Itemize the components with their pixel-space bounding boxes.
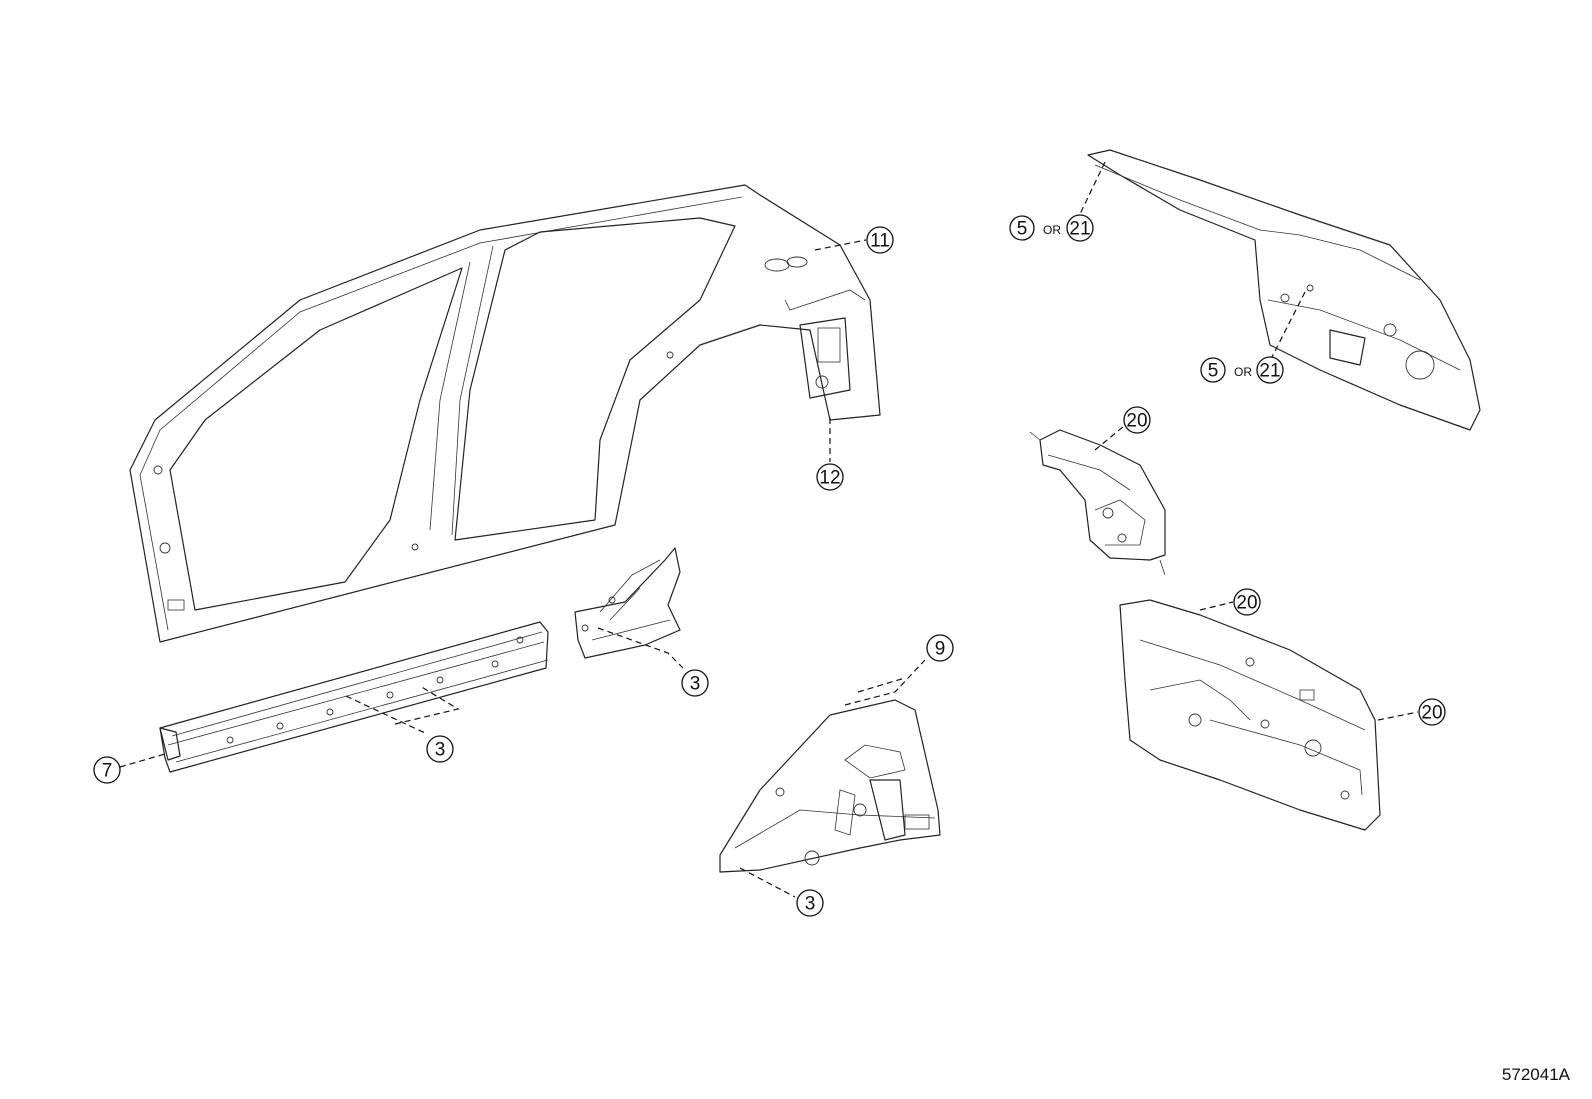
callout-5-upper-label: 5: [1017, 219, 1028, 240]
callout-9-label: 9: [935, 639, 946, 660]
callout-21-lower-label: 21: [1259, 361, 1280, 382]
callout-5-or-21-upper: 5 OR 21: [1009, 214, 1094, 242]
callout-20-b: 20: [1233, 588, 1261, 616]
callout-20-b-label: 20: [1236, 593, 1257, 614]
side-body-outer-panel: [129, 184, 881, 643]
callout-12: 12: [816, 463, 844, 491]
quarter-wheel-house-panel: [719, 699, 941, 873]
callout-3-a: 3: [681, 669, 709, 697]
callout-7: 7: [93, 756, 121, 784]
or-label-upper: OR: [1043, 223, 1061, 237]
quarter-inner-panel: [1029, 429, 1166, 576]
callout-9: 9: [926, 634, 954, 662]
back-panel-upper: [1087, 149, 1481, 431]
center-pillar-reinforcement: [574, 547, 681, 659]
callout-11: 11: [866, 226, 894, 254]
callout-3-b-label: 3: [435, 740, 446, 761]
callout-20-a-label: 20: [1126, 411, 1147, 432]
callout-5-or-21-lower: 5 OR 21: [1200, 356, 1284, 384]
callout-12-label: 12: [819, 468, 840, 489]
callout-11-label: 11: [870, 231, 890, 252]
callout-7-label: 7: [102, 761, 113, 782]
callout-3-b: 3: [426, 735, 454, 763]
lower-back-panel: [1119, 599, 1381, 831]
callout-3-a-label: 3: [690, 674, 701, 695]
or-label-lower: OR: [1234, 365, 1252, 379]
leader-lines: [119, 161, 1419, 898]
callout-21-upper-label: 21: [1069, 219, 1090, 240]
callout-20-a: 20: [1123, 406, 1151, 434]
callout-20-c: 20: [1418, 698, 1446, 726]
callout-3-c: 3: [796, 889, 824, 917]
callout-20-c-label: 20: [1421, 703, 1442, 724]
callout-3-c-label: 3: [805, 894, 816, 915]
rocker-panel: [159, 621, 549, 773]
callout-5-lower-label: 5: [1208, 361, 1219, 382]
diagram-id: 572041A: [1501, 1065, 1570, 1084]
